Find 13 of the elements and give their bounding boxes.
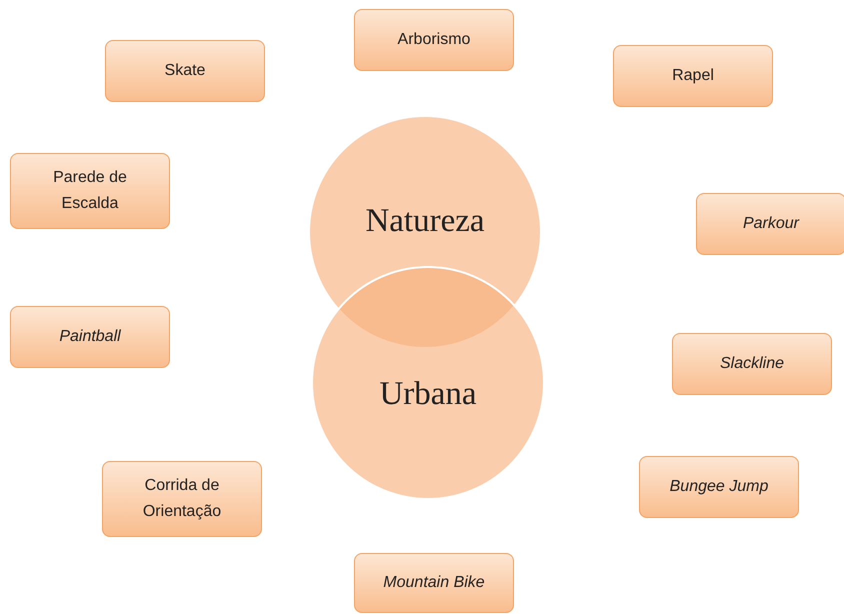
venn-circle bbox=[311, 266, 545, 500]
circle-label: Natureza bbox=[364, 203, 486, 240]
activity-box: Bungee Jump bbox=[639, 456, 799, 518]
activity-box: Parede de Escalda bbox=[10, 153, 170, 229]
activity-box: Corrida de Orientação bbox=[102, 461, 262, 537]
activity-box: Skate bbox=[105, 40, 265, 102]
activity-box: Rapel bbox=[613, 45, 773, 107]
activity-box: Paintball bbox=[10, 306, 170, 368]
circle-label: Urbana bbox=[378, 376, 478, 413]
activity-box: Parkour bbox=[696, 193, 844, 255]
activity-box: Slackline bbox=[672, 333, 832, 395]
activity-box: Arborismo bbox=[354, 9, 514, 71]
activity-box: Mountain Bike bbox=[354, 553, 514, 613]
